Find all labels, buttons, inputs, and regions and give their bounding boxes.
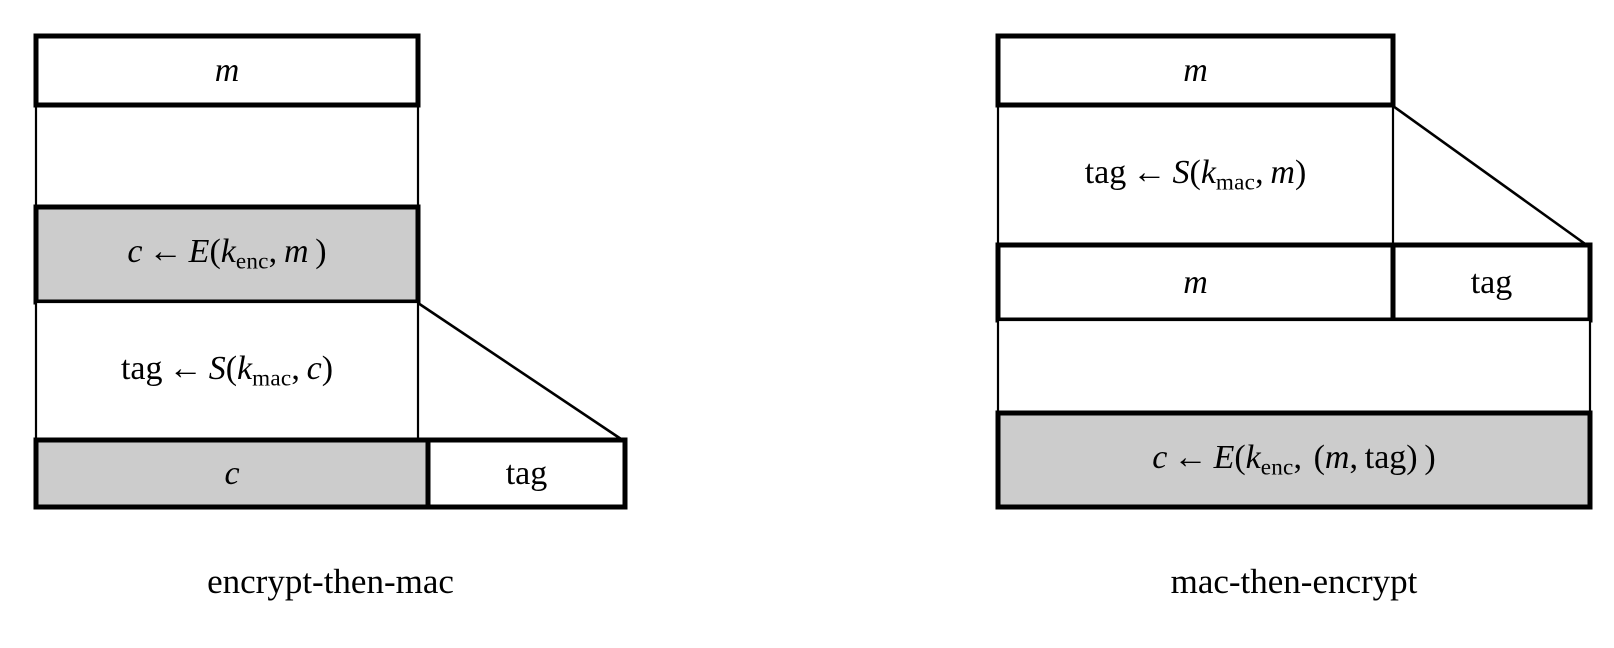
mte-mac-formula: tag←S(kmac,m) (1084, 153, 1307, 196)
etm-mac-formula: tag←S(kmac,c) (120, 349, 334, 392)
etm-encrypt-label: c←E(kenc,m) (36, 207, 418, 302)
mte-expansion-diagonal (1392, 104, 1589, 248)
etm-message-label: m (214, 51, 240, 89)
mte-message-copy-label: m (1183, 263, 1208, 301)
mte-encrypt-formula: c←E(kenc,(m,tag)) (1152, 438, 1436, 481)
etm-encrypt-formula: c←E(kenc,m) (127, 233, 327, 275)
caption-encrypt-then-mac: encrypt-then-mac (207, 562, 454, 601)
mte-encrypt-label: c←E(kenc,(m,tag)) (998, 413, 1590, 507)
etm-output-ciphertext-label: c (224, 454, 240, 492)
mte-mac-label: tag←S(kmac,m) (998, 105, 1393, 245)
etm-output-tag-label: tag (505, 454, 548, 492)
mte-message-label: m (1183, 51, 1208, 89)
mte-gap-band (996, 318, 1592, 415)
caption-mac-then-encrypt: mac-then-encrypt (1170, 562, 1418, 601)
mte-tag-piece-label: tag (1470, 263, 1513, 301)
etm-mac-label: tag←S(kmac,c) (36, 302, 418, 440)
